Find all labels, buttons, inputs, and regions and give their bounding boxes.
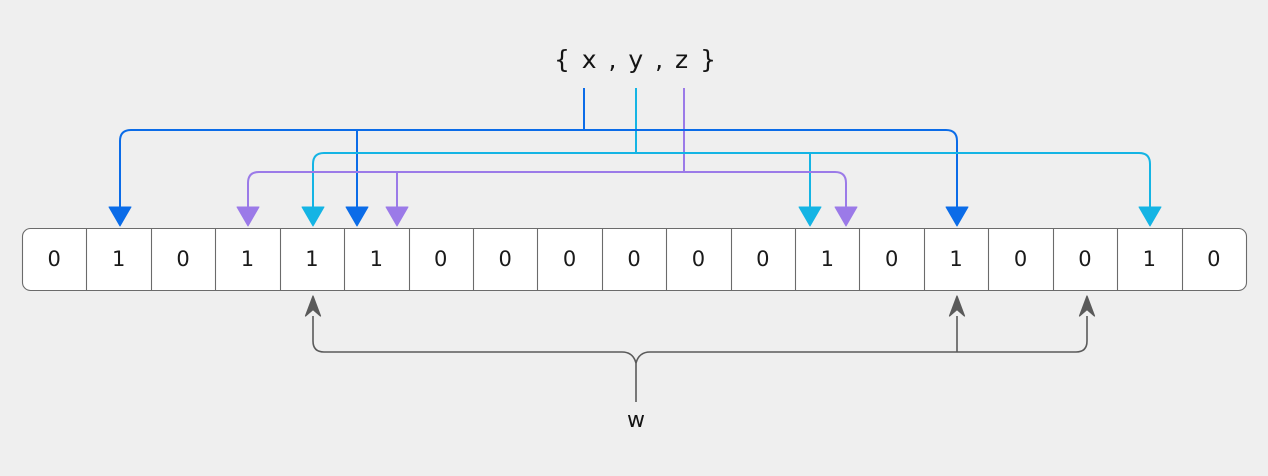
arrow-down-icon-z-0: [236, 206, 260, 227]
connector-x-blue-drop-2: [945, 129, 958, 207]
bit-array[interactable]: 0 1 0 1 1 1 0 0 0 0 0 0 1 0 1 0 0 1 0: [21, 227, 1248, 292]
bit-cell-4[interactable]: 1: [305, 247, 318, 271]
bit-cell-2[interactable]: 0: [176, 247, 189, 271]
bit-array-outline: [21, 227, 1248, 292]
bit-cell-13[interactable]: 0: [885, 247, 898, 271]
down-arrows-group: [108, 206, 1162, 227]
arrow-down-icon-y-0: [301, 206, 325, 227]
arrow-down-icon-x-2: [945, 206, 969, 227]
bit-cell-0[interactable]: 0: [48, 247, 61, 271]
bit-cell-17[interactable]: 1: [1143, 247, 1156, 271]
bit-cell-9[interactable]: 0: [627, 247, 640, 271]
arrow-down-icon-z-1: [385, 206, 409, 227]
bit-cell-5[interactable]: 1: [370, 247, 383, 271]
bit-cell-16[interactable]: 0: [1078, 247, 1091, 271]
set-xyz-label: { x , y , z }: [554, 45, 718, 74]
arrow-up-icon-2: [1078, 295, 1096, 317]
arrow-up-icon-1: [948, 295, 966, 317]
w-bracket-riser-0: [312, 316, 325, 353]
arrow-down-icon-y-1: [798, 206, 822, 227]
connector-x-blue-drop-0: [119, 129, 132, 207]
arrow-up-icon-0: [304, 295, 322, 317]
up-arrows-group: [304, 295, 1096, 317]
bit-cell-1[interactable]: 1: [112, 247, 125, 271]
bit-cell-18[interactable]: 0: [1207, 247, 1220, 271]
bit-cell-14[interactable]: 1: [949, 247, 962, 271]
arrow-down-icon-y-2: [1138, 206, 1162, 227]
w-bracket-riser-2: [1075, 316, 1088, 353]
arrow-down-icon-x-1: [345, 206, 369, 227]
connector-z-purple-drop-2: [834, 171, 847, 207]
connectors-group: [119, 129, 1151, 207]
w-bracket-bus-left: [324, 351, 637, 364]
w-bracket: [312, 316, 1088, 402]
arrow-down-icon-z-2: [834, 206, 858, 227]
connector-y-cyan-drop-0: [312, 152, 325, 207]
w-bracket-bus-right: [635, 351, 1076, 364]
connector-z-purple-drop-0: [247, 171, 260, 207]
bit-cell-10[interactable]: 0: [692, 247, 705, 271]
connector-y-cyan-drop-2: [1138, 152, 1151, 207]
bit-cell-3[interactable]: 1: [241, 247, 254, 271]
bit-cell-6[interactable]: 0: [434, 247, 447, 271]
bit-cell-12[interactable]: 1: [821, 247, 834, 271]
w-label: w: [627, 408, 645, 433]
arrow-down-icon-x-0: [108, 206, 132, 227]
bit-cell-15[interactable]: 0: [1014, 247, 1027, 271]
bit-cell-11[interactable]: 0: [756, 247, 769, 271]
bit-cell-8[interactable]: 0: [563, 247, 576, 271]
bit-cell-7[interactable]: 0: [498, 247, 511, 271]
